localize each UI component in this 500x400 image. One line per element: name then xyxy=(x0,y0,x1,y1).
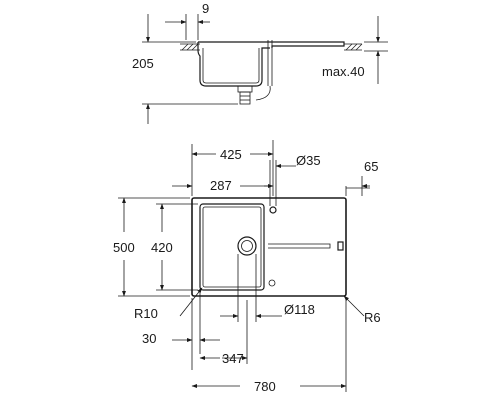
dim-287-label: 287 xyxy=(210,178,232,193)
dim-depth-label: 205 xyxy=(132,56,154,71)
dim-65-label: 65 xyxy=(364,159,378,174)
drain-assembly xyxy=(237,85,253,105)
dim-rim-label: 9 xyxy=(202,1,209,16)
dim-r10-label: R10 xyxy=(134,306,158,321)
dim-420-label: 420 xyxy=(151,240,173,255)
countertop-left-hatch xyxy=(180,43,200,51)
side-view: 9 205 max.40 xyxy=(132,1,388,124)
basin xyxy=(199,203,265,291)
dim-347-label: 347 xyxy=(222,351,244,366)
top-view: 425 Ø35 65 287 500 420 R10 R6 xyxy=(113,140,381,394)
dim-hole-label: Ø35 xyxy=(296,153,321,168)
dim-r6-label: R6 xyxy=(364,310,381,325)
dim-500-label: 500 xyxy=(113,240,135,255)
dim-max-label: max.40 xyxy=(322,64,365,79)
dim-drain-label: Ø118 xyxy=(284,302,315,317)
drainer-groove xyxy=(268,243,331,249)
overflow-pipe xyxy=(255,40,273,101)
dim-780-label: 780 xyxy=(254,379,276,394)
overflow xyxy=(268,279,276,287)
dim-425-label: 425 xyxy=(220,147,242,162)
countertop-right-hatch xyxy=(344,43,363,51)
drain xyxy=(237,236,257,256)
sink-outline xyxy=(191,197,347,297)
tap-hole xyxy=(269,206,277,214)
dim-30-label: 30 xyxy=(142,331,156,346)
operating-knob xyxy=(337,241,344,251)
